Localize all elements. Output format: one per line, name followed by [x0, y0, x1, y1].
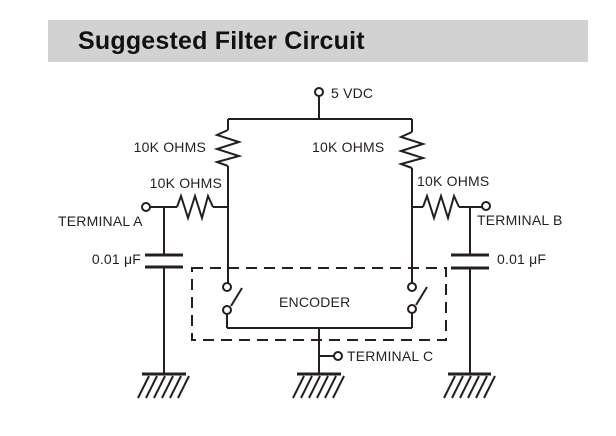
resistor-pullup-right: [397, 119, 427, 283]
capacitor-left: [145, 207, 183, 373]
switch-right: [407, 282, 428, 328]
terminal-b-label: TERMINAL B: [477, 212, 563, 228]
capacitor-right: [451, 207, 489, 373]
supply-terminal-dot: [314, 87, 324, 97]
capacitor-label-right: 0.01 μF: [497, 251, 547, 267]
encoder-label: ENCODER: [279, 294, 351, 310]
ground-symbol-left: [137, 372, 190, 399]
resistor-label-top-left: 10K OHMS: [133, 139, 206, 155]
resistor-label-top-right: 10K OHMS: [312, 139, 385, 155]
ground-symbol-right: [443, 372, 496, 399]
resistor-label-mid-left: 10K OHMS: [149, 175, 222, 191]
resistor-label-mid-right: 10K OHMS: [417, 173, 490, 189]
terminal-b-dot: [481, 201, 491, 211]
figure-title: Suggested Filter Circuit: [78, 26, 365, 55]
supply-node: [314, 87, 324, 119]
supply-label: 5 VDC: [331, 85, 374, 101]
terminal-c-dot: [333, 351, 343, 361]
terminal-c-node: [319, 351, 343, 361]
resistor-series-left: [141, 192, 228, 222]
terminal-a-label: TERMINAL A: [58, 213, 143, 229]
terminal-c-label: TERMINAL C: [347, 348, 434, 364]
capacitor-label-left: 0.01 μF: [91, 251, 141, 267]
title-banner: Suggested Filter Circuit: [48, 20, 588, 62]
ground-symbol-middle: [292, 372, 345, 399]
resistor-pullup-left: [213, 119, 243, 283]
terminal-a-dot: [141, 202, 151, 212]
switch-left: [222, 282, 243, 328]
